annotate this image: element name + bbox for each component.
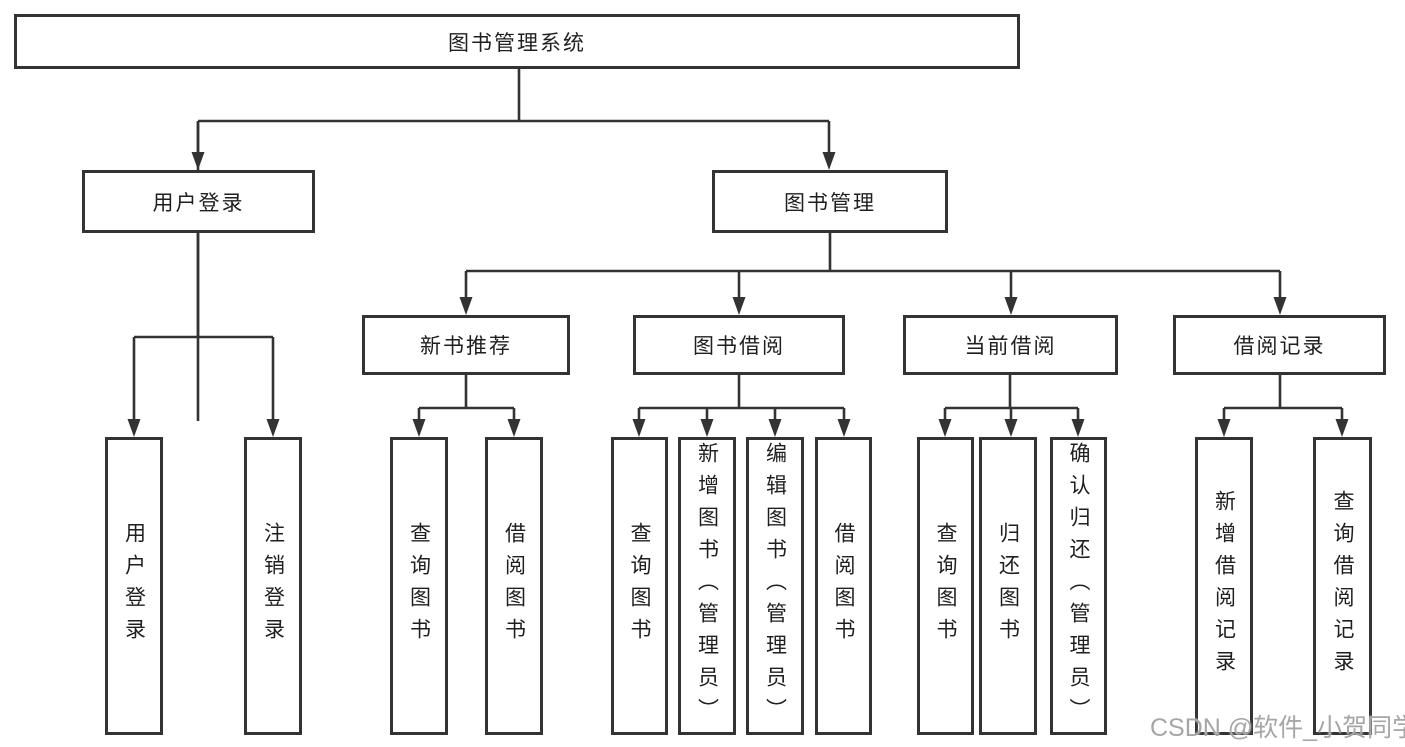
arrowhead (507, 419, 521, 437)
node-borrowing-records: 借阅记录 (1173, 315, 1386, 375)
connector-currentborrow-to-leaves (943, 374, 1080, 421)
leaf-add-borrow-record: 新增借阅记录 (1195, 437, 1253, 735)
arrowhead (822, 152, 836, 170)
arrowhead (700, 419, 714, 437)
node-new-book-recommendation: 新书推荐 (362, 315, 570, 375)
connector-root-to-level2 (196, 69, 831, 421)
node-label: 确认归还（管理员） (1067, 442, 1090, 730)
node-label: 借阅记录 (1233, 335, 1326, 358)
node-label: 图书管理系统 (448, 31, 586, 55)
connector-newbookrec-to-leaves (417, 374, 516, 421)
node-label: 借阅图书 (832, 522, 855, 650)
node-label: 借阅图书 (502, 522, 526, 650)
node-label: 查询借阅记录 (1331, 490, 1354, 682)
node-book-borrowing: 图书借阅 (633, 315, 845, 375)
node-label: 查询图书 (628, 522, 651, 650)
arrowhead (732, 297, 746, 315)
arrowhead (1335, 419, 1349, 437)
leaf-user-login: 用户登录 (105, 437, 163, 735)
arrowhead (1071, 419, 1085, 437)
node-label: 图书管理 (784, 191, 876, 215)
leaf-query-books-current: 查询图书 (917, 437, 974, 735)
arrowhead (938, 419, 952, 437)
leaf-return-books: 归还图书 (979, 437, 1037, 735)
connector-borrowrecords-to-leaves (1222, 374, 1344, 421)
node-label: 查询图书 (407, 522, 431, 650)
leaf-confirm-return-admin: 确认归还（管理员） (1050, 437, 1107, 735)
node-label: 当前借阅 (964, 335, 1057, 358)
leaf-query-books-newrec: 查询图书 (390, 437, 448, 735)
leaf-borrow-books: 借阅图书 (815, 437, 872, 735)
arrowhead (266, 419, 280, 437)
arrowhead (191, 152, 205, 170)
node-label: 注销登录 (261, 522, 285, 650)
node-label: 用户登录 (122, 522, 146, 650)
node-label: 编辑图书（管理员） (763, 442, 787, 730)
leaf-add-books-admin: 新增图书（管理员） (678, 437, 736, 735)
arrowhead (127, 419, 141, 437)
node-label: 用户登录 (152, 191, 245, 215)
node-label: 新增借阅记录 (1212, 490, 1236, 682)
node-label: 图书借阅 (693, 335, 785, 358)
arrowhead (768, 419, 782, 437)
connector-userlogin-to-leaves (132, 232, 275, 421)
arrowhead (1217, 419, 1231, 437)
node-library-management-system: 图书管理系统 (14, 14, 1020, 69)
leaf-query-books-borrow: 查询图书 (611, 437, 668, 735)
arrowhead (412, 419, 426, 437)
arrowhead (632, 419, 646, 437)
node-current-borrowing: 当前借阅 (903, 315, 1118, 375)
leaf-logout: 注销登录 (244, 437, 302, 735)
arrowhead (1004, 297, 1018, 315)
node-user-login: 用户登录 (82, 170, 315, 233)
connector-bookborrow-to-leaves (637, 374, 846, 421)
node-book-management: 图书管理 (712, 170, 948, 233)
node-label: 查询图书 (934, 522, 957, 650)
arrowhead (837, 419, 851, 437)
leaf-borrow-books-newrec: 借阅图书 (485, 437, 543, 735)
arrowhead (1004, 419, 1018, 437)
leaf-edit-books-admin: 编辑图书（管理员） (746, 437, 804, 735)
leaf-query-borrow-record: 查询借阅记录 (1313, 437, 1372, 735)
node-label: 新书推荐 (420, 335, 512, 358)
arrowhead (459, 297, 473, 315)
node-label: 新增图书（管理员） (695, 442, 719, 730)
csdn-watermark: CSDN @软件_小贺同学 (1150, 714, 1405, 742)
connector-bookmgmt-to-level3 (464, 232, 1282, 300)
node-label: 归还图书 (996, 522, 1020, 650)
arrowhead (1273, 297, 1287, 315)
